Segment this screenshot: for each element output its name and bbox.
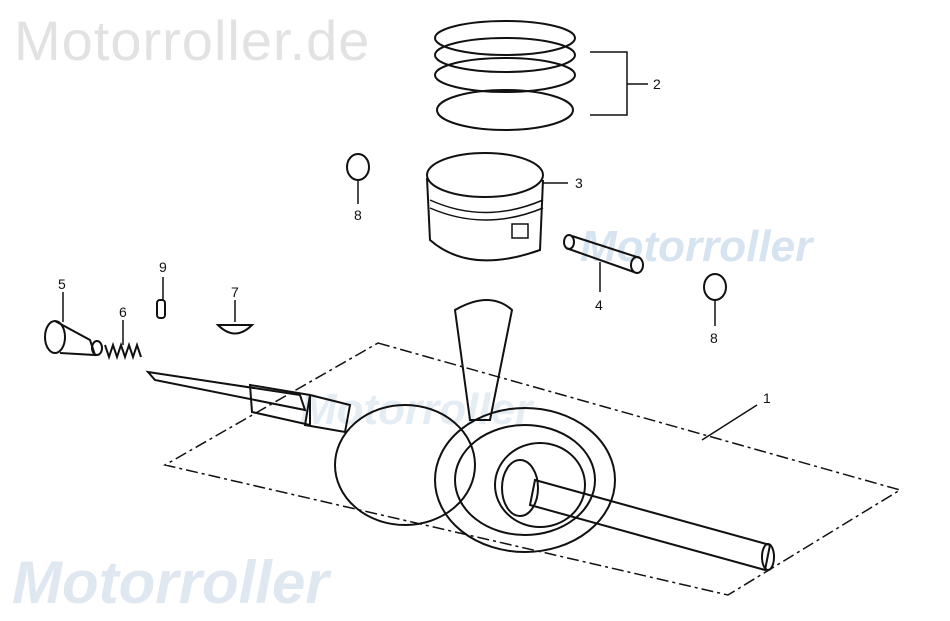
callout-8-left: 8 [354,207,362,223]
callout-4: 4 [595,297,603,313]
callout-8-right: 8 [710,330,718,346]
watermark-bottom: Motorroller [12,549,329,616]
watermark-top: Motorroller.de [14,9,371,72]
nut[interactable] [44,292,103,357]
callout-5: 5 [58,276,66,292]
woodruff-key[interactable] [215,300,255,335]
watermark-middle-2: Motorroller [300,385,533,434]
piston-pin[interactable] [563,234,644,292]
callout-9: 9 [159,259,167,275]
piston-rings[interactable] [434,20,648,131]
callout-6: 6 [119,304,127,320]
piston[interactable] [426,152,568,262]
callout-2: 2 [653,76,661,92]
crankshaft[interactable] [145,299,902,596]
pin[interactable] [156,277,166,319]
circlip-right[interactable] [703,273,727,326]
circlip-left[interactable] [346,153,370,204]
spring[interactable] [104,320,142,361]
watermark-middle: Motorroller [580,222,813,271]
callout-3: 3 [575,175,583,191]
callout-1: 1 [763,390,771,406]
callout-7: 7 [231,284,239,300]
